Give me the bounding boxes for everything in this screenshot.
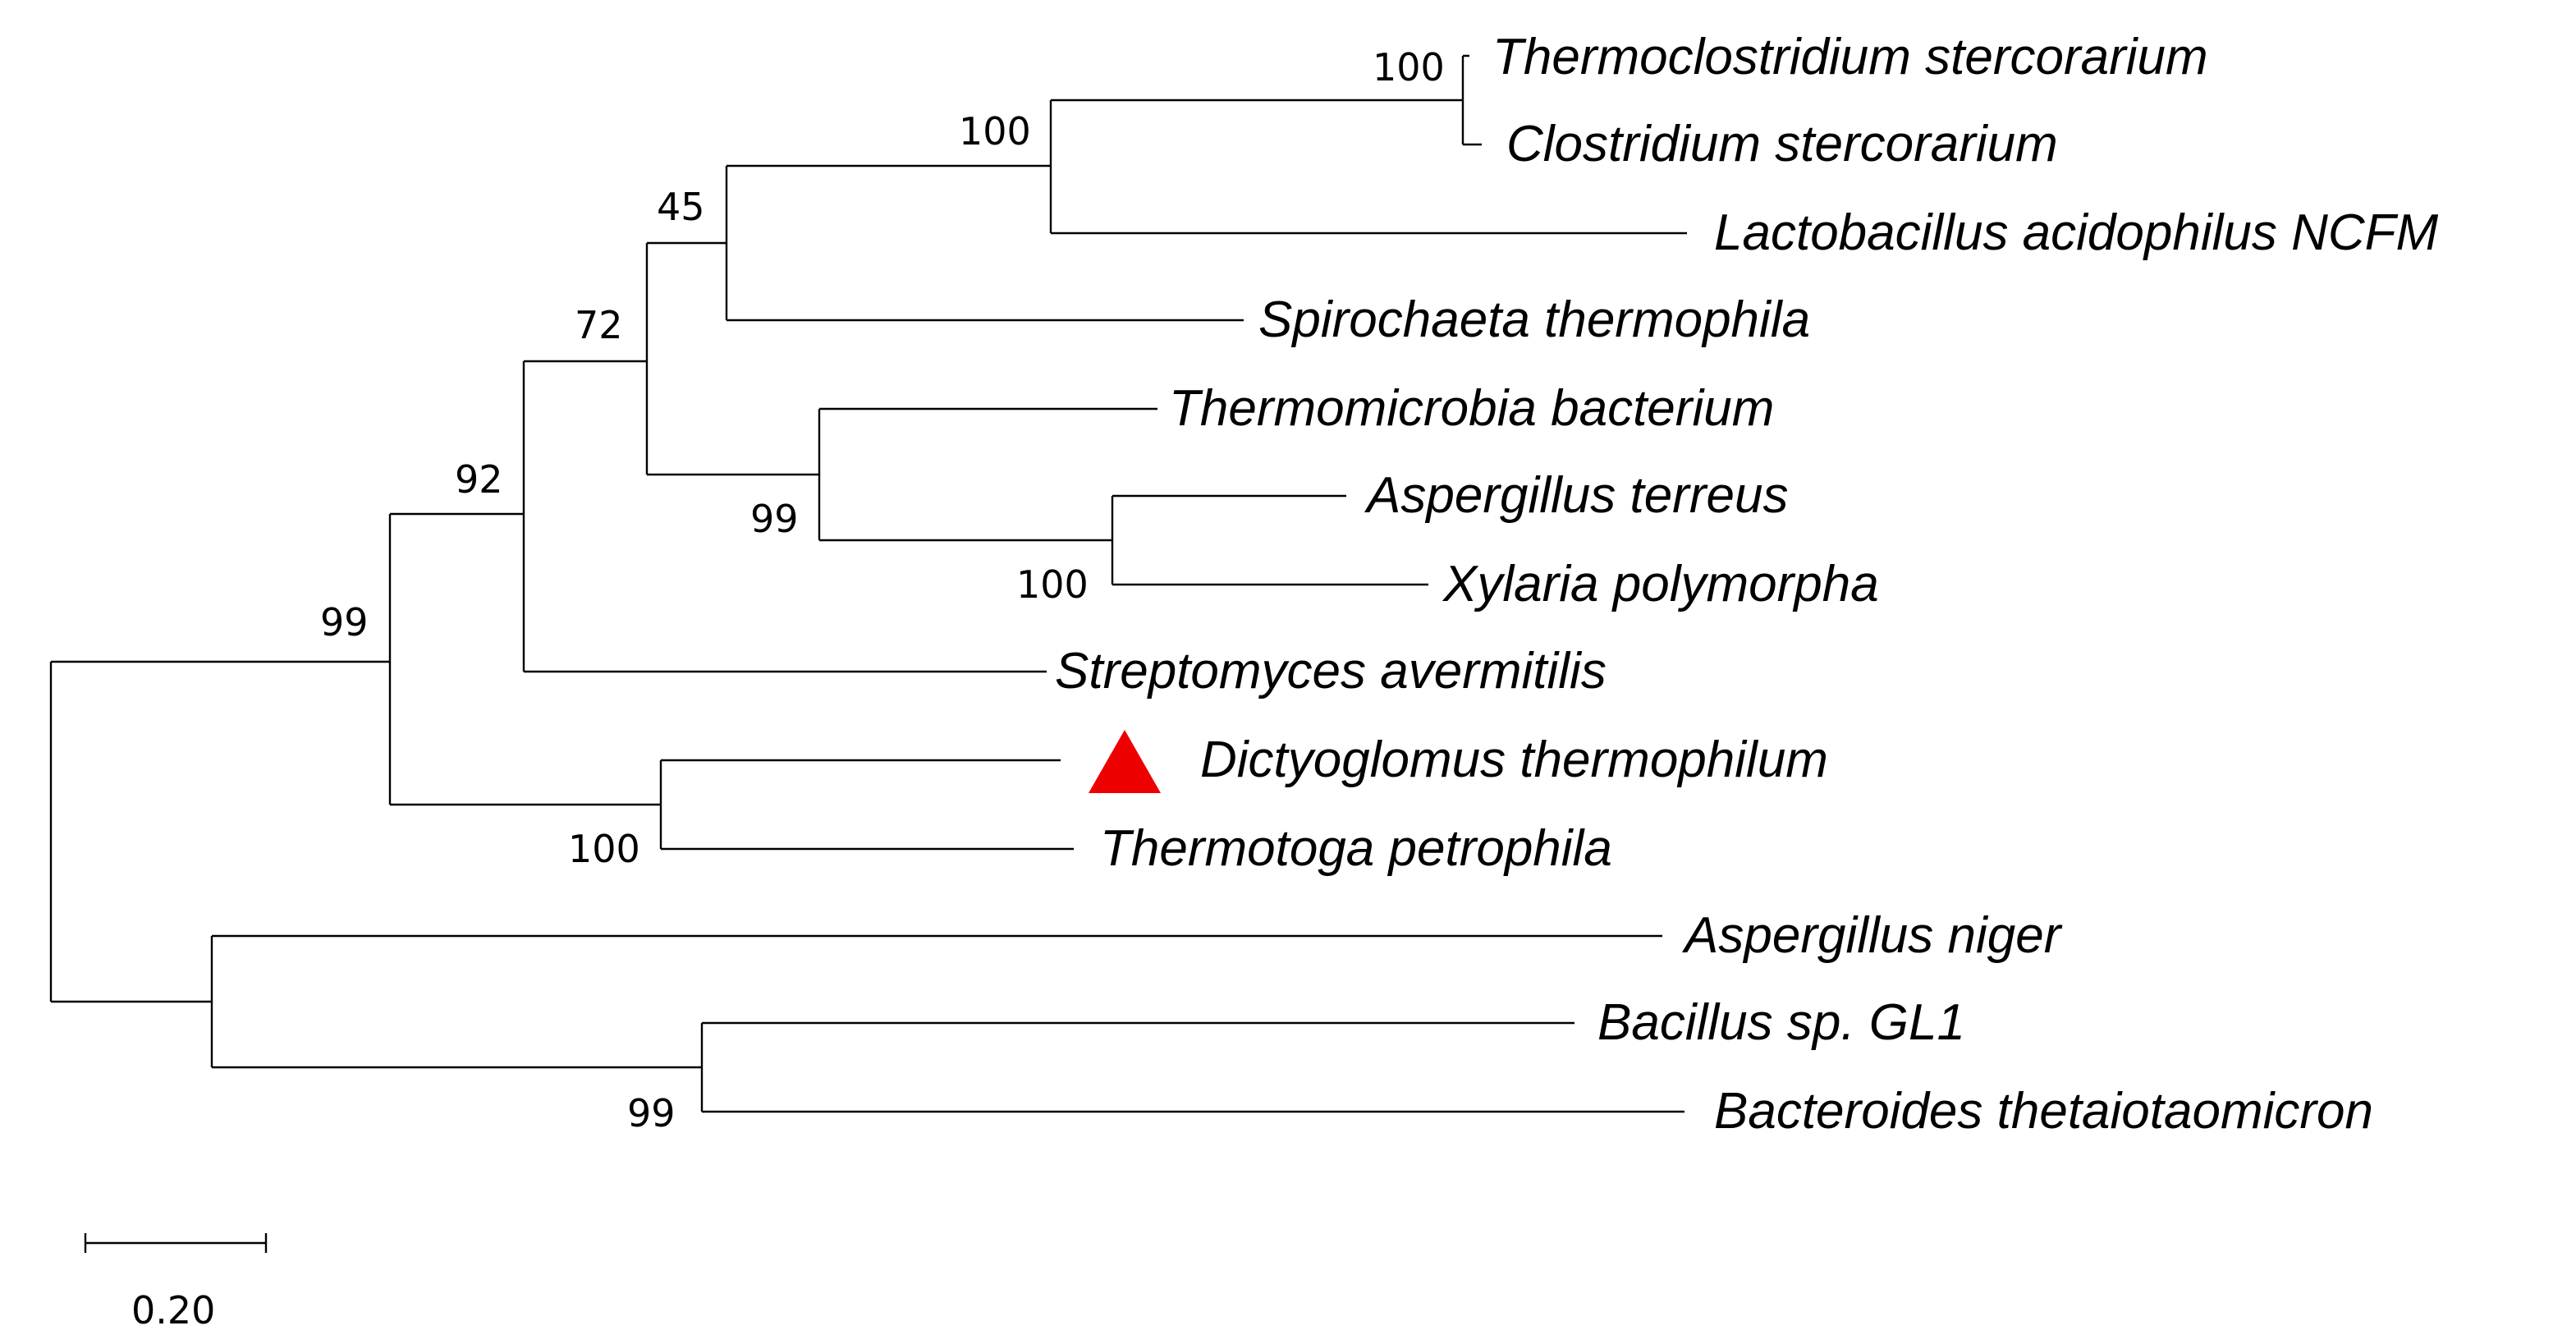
taxon-label: Thermoclostridium stercorarium (1492, 29, 2208, 85)
taxon-label: Thermotoga petrophila (1100, 820, 1612, 877)
bootstrap-value: 72 (575, 303, 623, 347)
taxon-label: Thermomicrobia bacterium (1169, 380, 1774, 437)
bootstrap-value: 100 (1373, 45, 1445, 89)
taxon-label: Aspergillus niger (1681, 907, 2063, 964)
bootstrap-values: 100 100 45 72 92 99 100 99 100 99 (320, 45, 1445, 1135)
red-triangle-marker-icon (1089, 730, 1161, 793)
bootstrap-value: 99 (750, 497, 799, 541)
bootstrap-value: 45 (657, 185, 705, 229)
bootstrap-value: 100 (1016, 562, 1089, 607)
bootstrap-value: 92 (455, 457, 503, 502)
scale-bar-line (84, 1233, 268, 1253)
bootstrap-value: 99 (320, 600, 369, 644)
bootstrap-value: 99 (627, 1091, 676, 1135)
taxon-label: Spirochaeta thermophila (1258, 291, 1810, 348)
taxon-label: Aspergillus terreus (1364, 467, 1788, 524)
taxon-labels: Thermoclostridium stercorarium Clostridi… (1055, 29, 2439, 1140)
taxon-label: Lactobacillus acidophilus NCFM (1714, 204, 2439, 261)
taxon-label: Clostridium stercorarium (1506, 116, 2058, 172)
taxon-label: Dictyoglomus thermophilum (1200, 732, 1828, 788)
tree-branches (49, 54, 1687, 1113)
taxon-label: Xylaria polymorpha (1442, 556, 1879, 612)
taxon-label: Bacteroides thetaiotaomicron (1714, 1083, 2373, 1140)
scale-bar-label: 0.20 (131, 1288, 215, 1333)
bootstrap-value: 100 (568, 827, 640, 871)
taxon-label: Streptomyces avermitilis (1055, 643, 1607, 700)
scale-bar: 0.20 (84, 1233, 268, 1333)
taxon-label: Bacillus sp. GL1 (1597, 994, 1965, 1051)
bootstrap-value: 100 (959, 109, 1031, 154)
